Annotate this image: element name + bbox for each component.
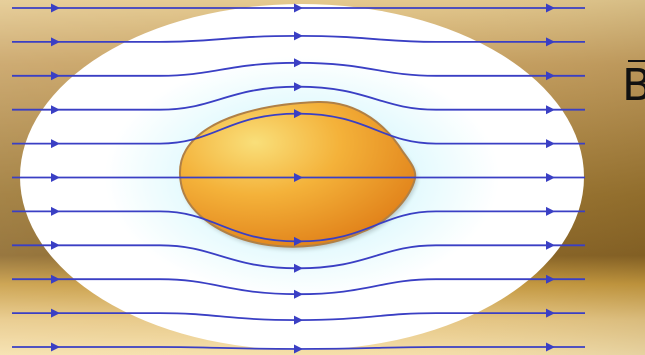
field-symbol-text: B xyxy=(622,60,645,111)
vector-overbar xyxy=(628,60,645,62)
field-symbol-label: B xyxy=(622,64,645,108)
